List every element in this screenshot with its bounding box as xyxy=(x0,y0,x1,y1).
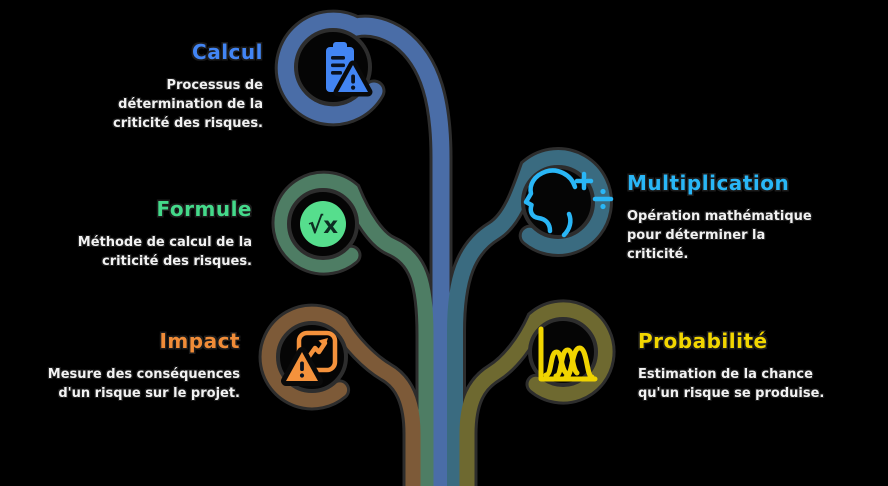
multiplication-label-block: Multiplication Opération mathématique po… xyxy=(627,171,872,264)
calcul-title: Calcul xyxy=(192,40,263,64)
clipboard-alert-icon xyxy=(326,42,373,97)
impact-label-block: Impact Mesure des conséquences d'un risq… xyxy=(10,329,240,403)
calcul-description: Processus de détermination de la critici… xyxy=(112,78,263,131)
branches xyxy=(261,12,613,486)
branch-impact xyxy=(261,306,421,486)
head-operations-icon xyxy=(523,168,614,238)
document-trend-alert-icon xyxy=(281,330,338,386)
probabilite-title: Probabilité xyxy=(638,329,768,353)
branch-multiplication xyxy=(447,150,610,486)
calcul-label-block: Calcul Processus de détermination de la … xyxy=(33,40,263,133)
multiplication-title: Multiplication xyxy=(627,171,790,195)
formule-description: Méthode de calcul de la criticité des ri… xyxy=(77,235,252,269)
impact-description: Mesure des conséquences d'un risque sur … xyxy=(47,367,240,401)
probabilite-description: Estimation de la chance qu'un risque se … xyxy=(638,367,825,401)
formule-label-block: Formule Méthode de calcul de la criticit… xyxy=(22,197,252,271)
impact-title: Impact xyxy=(159,329,240,353)
square-root-symbol: √x xyxy=(308,213,338,239)
formule-title: Formule xyxy=(156,197,252,221)
square-root-icon: √x xyxy=(300,201,346,247)
probabilite-label-block: Probabilité Estimation de la chance qu'u… xyxy=(638,329,873,403)
branch-probabilite xyxy=(459,302,613,486)
multiplication-description: Opération mathématique pour déterminer l… xyxy=(627,209,812,262)
branch-formule xyxy=(274,173,434,486)
distribution-chart-icon xyxy=(538,326,598,382)
branch-calcul xyxy=(277,12,450,486)
